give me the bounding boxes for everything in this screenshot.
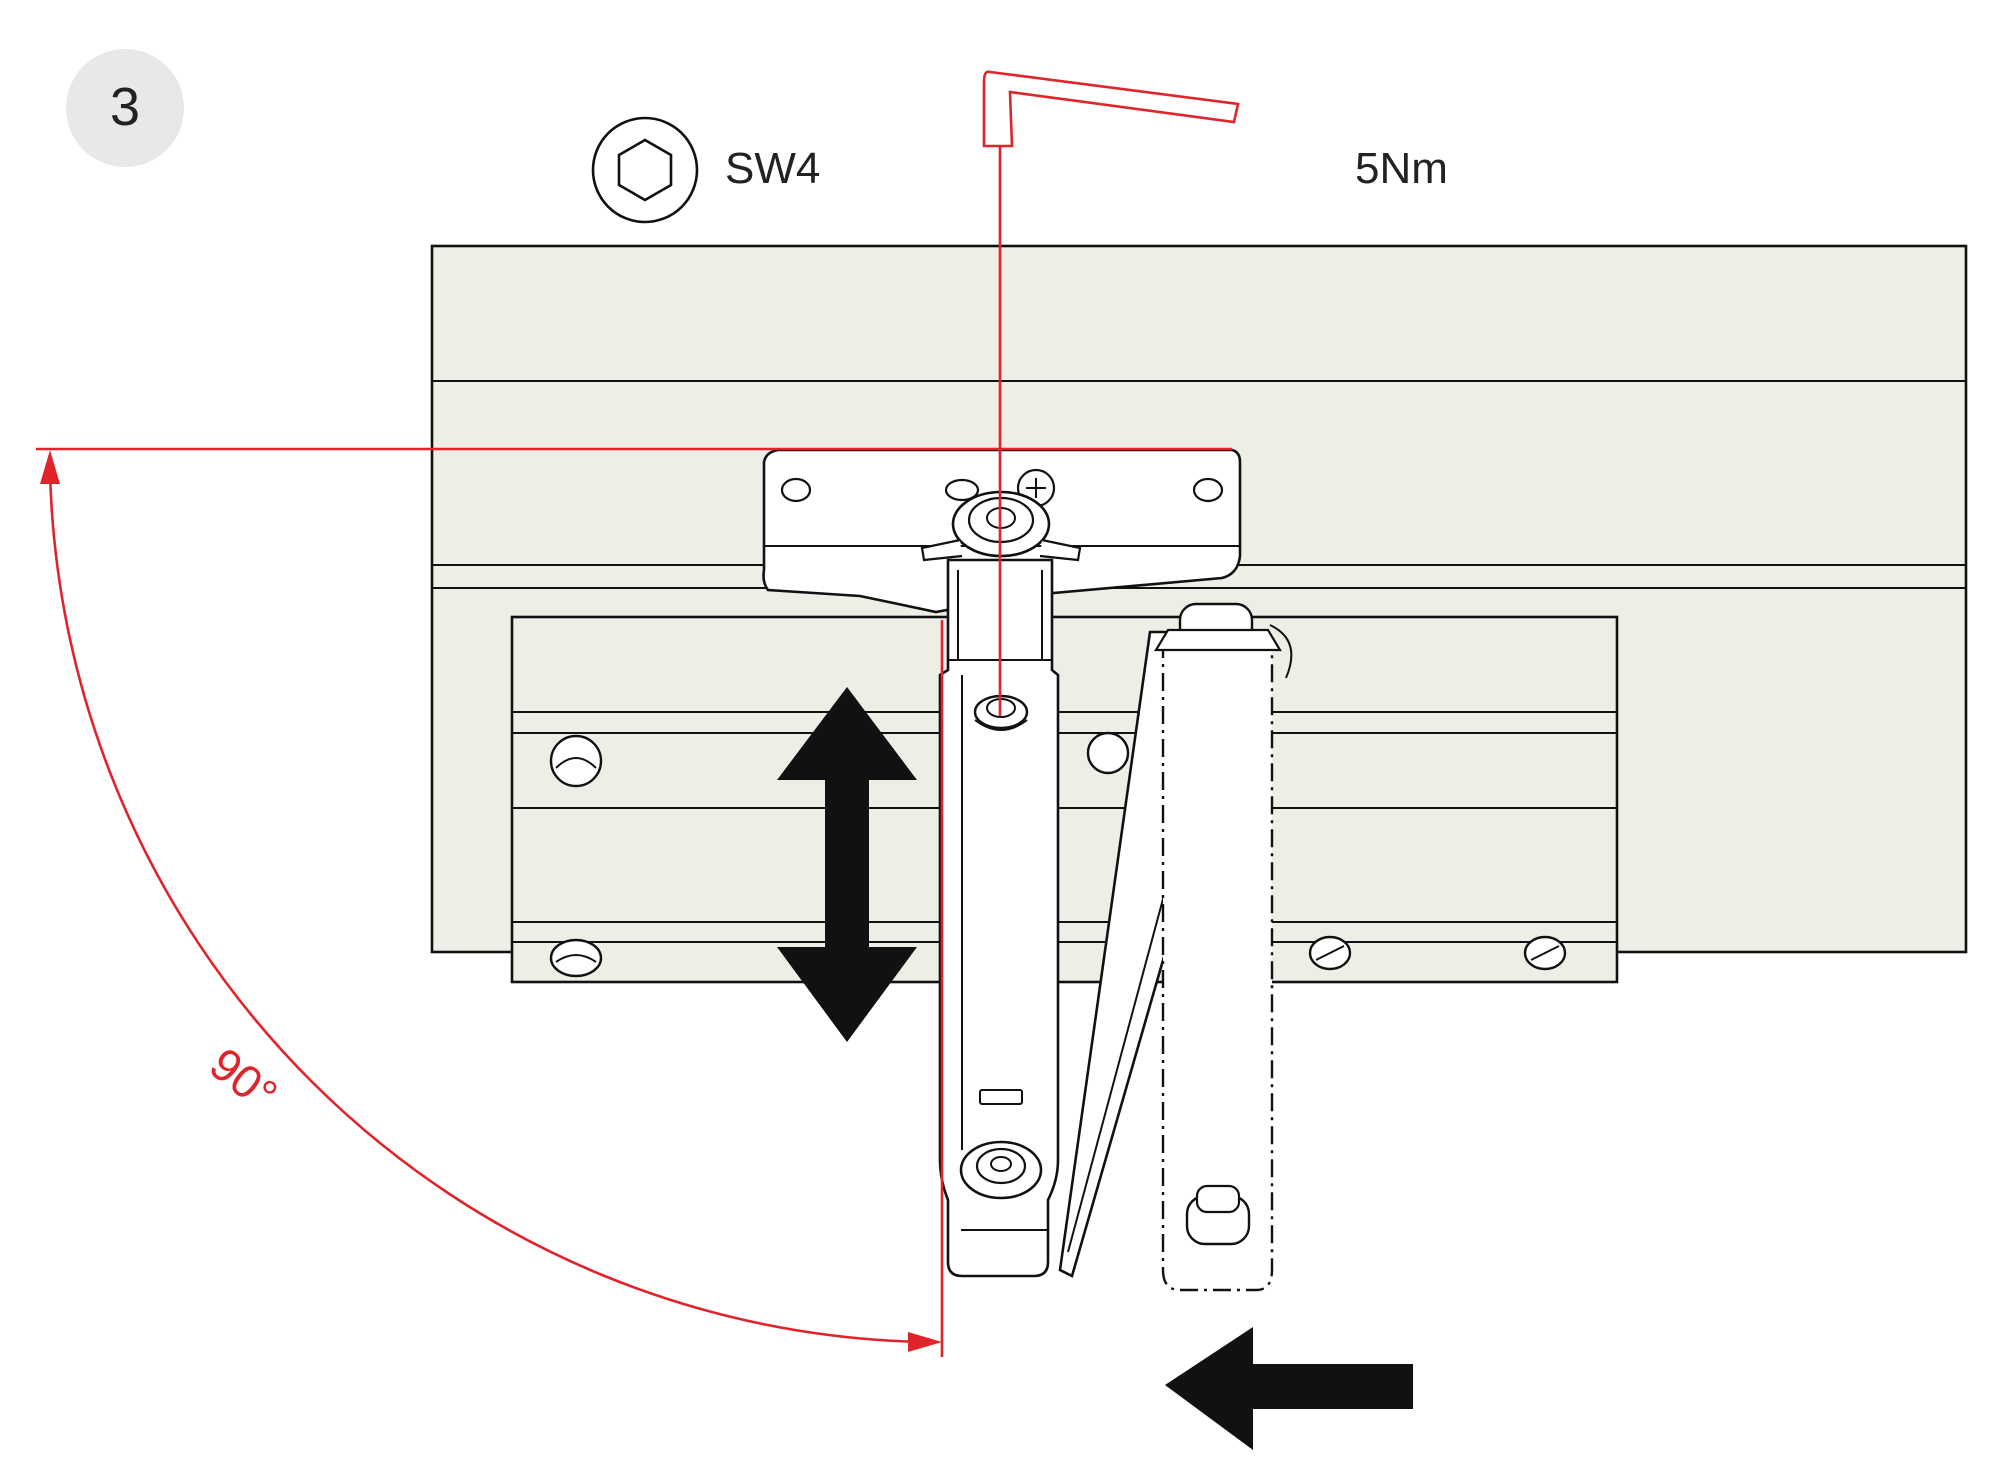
hex-socket-icon [591,116,699,224]
up-down-arrow-icon [777,687,917,1042]
closer-screw [1308,935,1352,971]
step-number: 3 [110,77,140,137]
door-closer-body [510,615,1619,984]
closer-screw [549,734,603,788]
arm-shoe [1185,1184,1251,1246]
closer-screw [1523,935,1567,971]
left-arrow-icon [1165,1327,1413,1450]
allen-key-icon [982,70,1240,716]
torque-label: 5Nm [1355,144,1448,193]
angle-label: 90° [200,1037,287,1121]
arm-pivot [959,1140,1048,1231]
closer-screw [1086,731,1130,775]
main-arm [920,490,1082,1278]
hex-key-size-label: SW4 [725,144,820,193]
closer-screw [549,938,603,978]
alternate-arm-position [1154,602,1293,1292]
arm-shoe [1154,602,1293,679]
step-badge: 3 [66,49,184,167]
